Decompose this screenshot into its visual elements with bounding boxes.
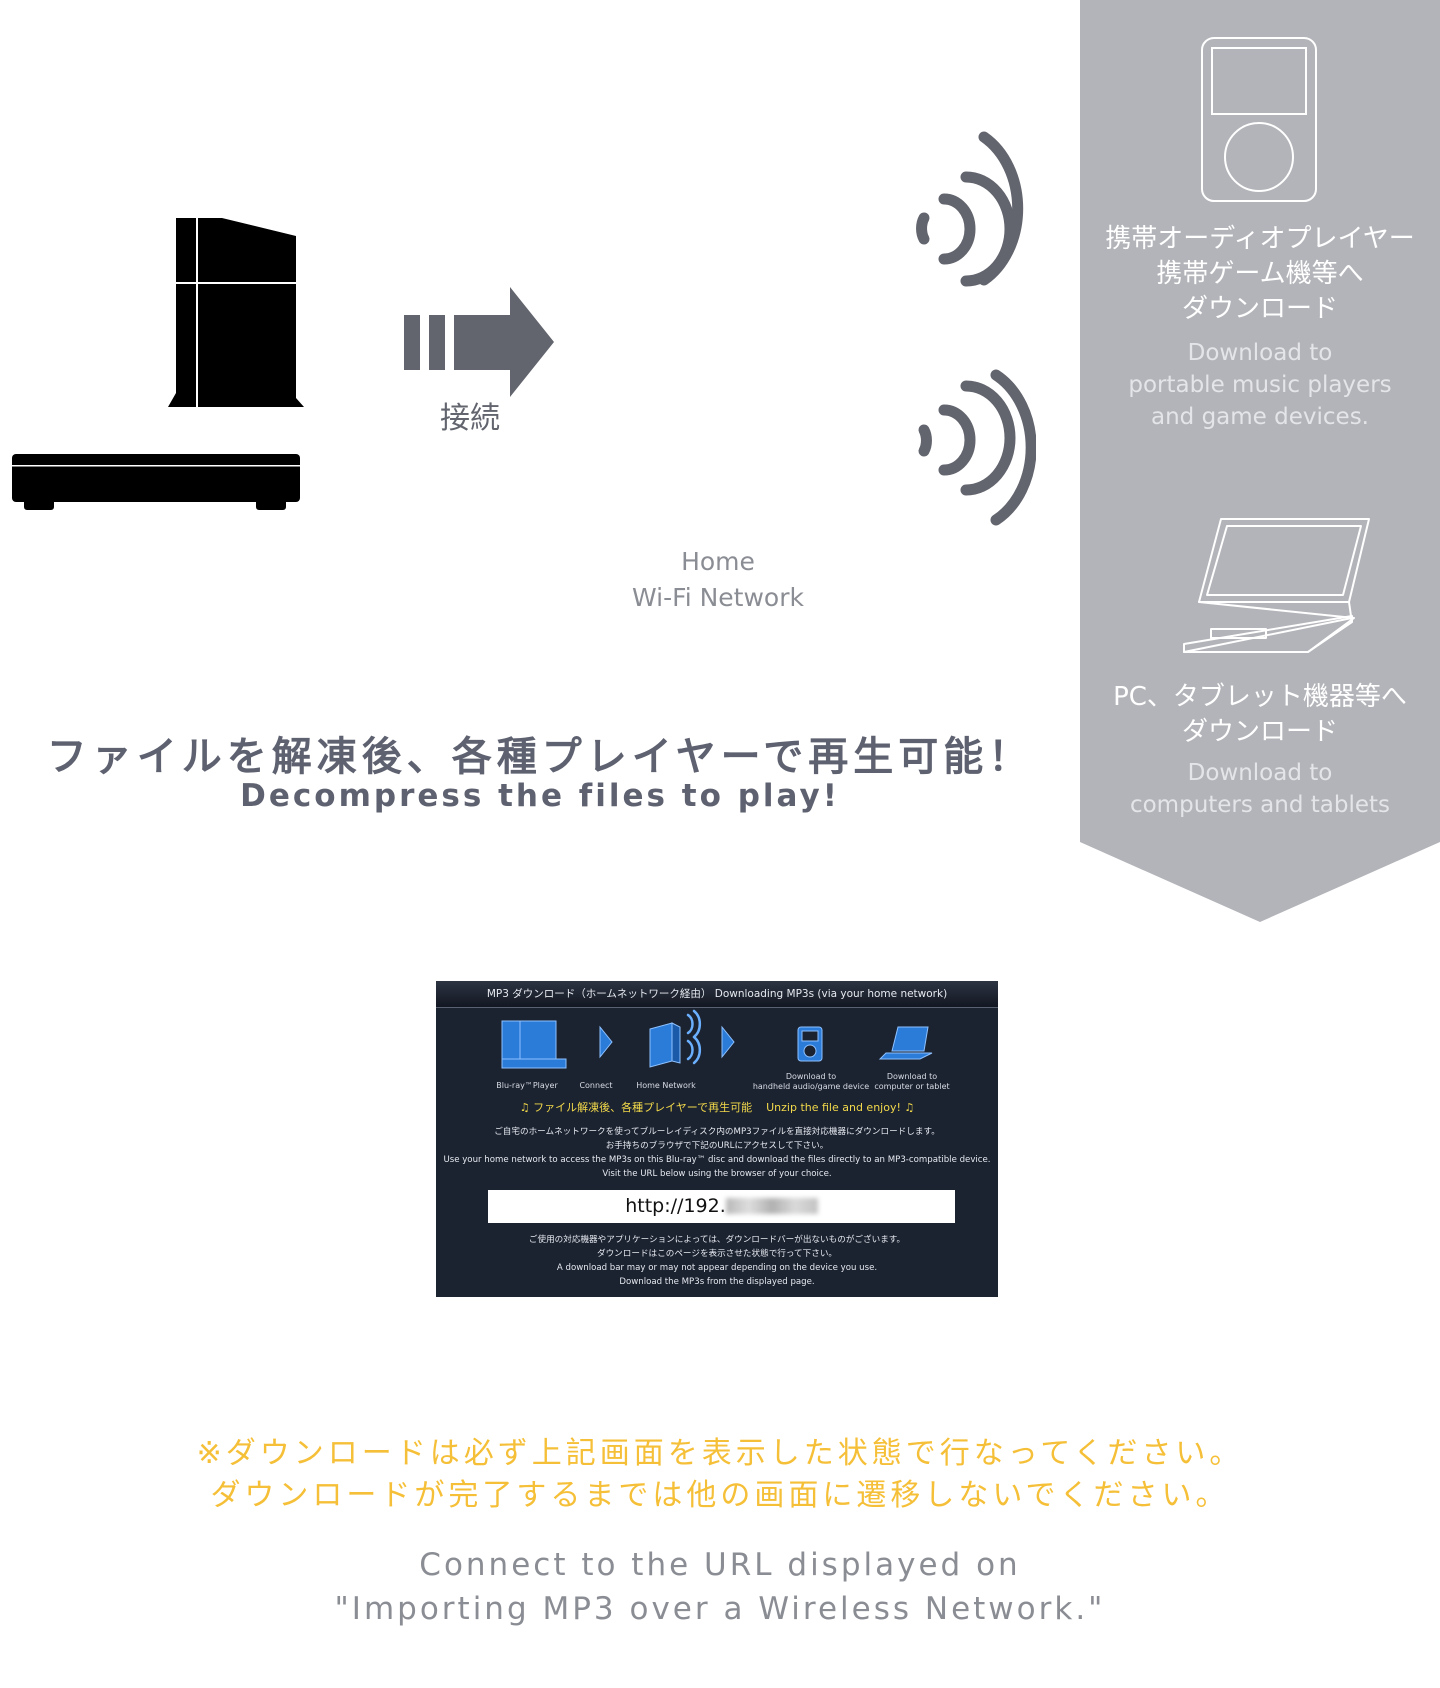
music-note-icon: ♫: [904, 1101, 915, 1114]
home-network-line-2: Wi-Fi Network: [632, 583, 804, 612]
download-targets-panel: [1080, 0, 1440, 922]
home-network-label: Home Wi-Fi Network: [578, 544, 858, 616]
computer-jp-line-2: ダウンロード: [1181, 717, 1338, 747]
warning-line-2: ダウンロードが完了するまでは他の画面に遷移しないでください。: [210, 1478, 1230, 1513]
screen-body-line-4: Visit the URL below using the browser of…: [602, 1169, 832, 1179]
game-console-icon: [168, 218, 304, 407]
screen-play-jp: ファイル解凍後、各種プレイヤーで再生可能: [533, 1101, 753, 1114]
devices-illustration: [12, 218, 304, 510]
screen-music-player-icon: [797, 1026, 823, 1062]
screen-footer: ご使用の対応機器やアプリケーションによっては、ダウンロードバーが出ないものがござ…: [436, 1233, 998, 1289]
headline-en: Decompress the files to play!: [240, 778, 840, 814]
warning-line-1: ※ダウンロードは必ず上記画面を表示した状態で行なってください。: [196, 1436, 1244, 1471]
wifi-icon: [916, 131, 1024, 287]
screen-label-connect: Connect: [579, 1081, 613, 1090]
music-player-icon: [1201, 37, 1317, 202]
screen-body-line-2: お手持ちのブラウザで下記のURLにアクセスして下さい。: [605, 1141, 829, 1151]
headline-jp: ファイルを解凍後、各種プレイヤーで再生可能！: [46, 734, 1034, 780]
instruction-line-1: Connect to the URL displayed on: [419, 1547, 1021, 1583]
portable-jp-line-2: 携帯ゲーム機等へ: [1156, 259, 1364, 289]
download-instruction-en: Connect to the URL displayed on "Importi…: [0, 1543, 1440, 1631]
download-screen-preview: MP3 ダウンロード（ホームネットワーク経由） Downloading MP3s…: [436, 981, 998, 1297]
screen-footer-line-2: ダウンロードはこのページを表示させた状態で行って下さい。: [596, 1249, 838, 1259]
screen-play-en: Unzip the file and enjoy!: [766, 1101, 901, 1114]
computer-en-line-2: computers and tablets: [1129, 792, 1391, 818]
screen-diagram: [501, 1009, 933, 1069]
wifi-icon: [918, 369, 1036, 526]
screen-footer-line-1: ご使用の対応機器やアプリケーションによっては、ダウンロードバーが出ないものがござ…: [528, 1235, 906, 1245]
screen-label-handheld-2: handheld audio/game device: [752, 1082, 870, 1091]
screen-play-line: ♫ ファイル解凍後、各種プレイヤーで再生可能 Unzip the file an…: [436, 1099, 998, 1115]
laptop-icon: [1183, 518, 1370, 653]
computer-download-en: Download to computers and tablets: [1080, 757, 1440, 821]
screen-label-computer-1: Download to: [886, 1072, 938, 1081]
screen-laptop-icon: [878, 1026, 933, 1060]
screen-url-text: http://192.: [625, 1195, 726, 1217]
screen-arrow-icon: [721, 1025, 735, 1059]
screen-body: ご自宅のホームネットワークを使ってブルーレイディスク内のMP3ファイルを直接対応…: [436, 1125, 998, 1181]
instruction-line-2: "Importing MP3 over a Wireless Network.": [334, 1591, 1106, 1627]
portable-jp-line-3: ダウンロード: [1181, 294, 1338, 324]
portable-en-line-2: portable music players: [1128, 372, 1392, 398]
screen-label-computer: Download to computer or tablet: [872, 1072, 952, 1092]
download-warning-jp: ※ダウンロードは必ず上記画面を表示した状態で行なってください。 ダウンロードが完…: [0, 1433, 1440, 1517]
panel-background: [1080, 0, 1440, 922]
portable-en-line-3: and game devices.: [1151, 404, 1369, 430]
screen-url-field: http://192.: [488, 1190, 955, 1223]
home-network-line-1: Home: [681, 547, 755, 576]
connect-arrow-icon: [404, 287, 554, 397]
screen-label-network: Home Network: [636, 1081, 696, 1090]
screen-label-computer-2: computer or tablet: [874, 1082, 950, 1091]
screen-label-handheld-1: Download to: [785, 1072, 837, 1081]
connect-label: 接続: [440, 401, 500, 436]
screen-label-handheld: Download to handheld audio/game device: [736, 1072, 886, 1092]
portable-download-en: Download to portable music players and g…: [1080, 337, 1440, 433]
screen-body-line-1: ご自宅のホームネットワークを使ってブルーレイディスク内のMP3ファイルを直接対応…: [494, 1127, 940, 1137]
computer-download-jp: PC、タブレット機器等へ ダウンロード: [1080, 680, 1440, 750]
screen-label-player: Blu-ray™Player: [496, 1081, 558, 1090]
computer-en-line-1: Download to: [1187, 760, 1333, 786]
portable-jp-line-1: 携帯オーディオプレイヤー: [1105, 224, 1415, 254]
screen-network-icon: [649, 1009, 702, 1068]
screen-body-line-3: Use your home network to access the MP3s…: [443, 1155, 991, 1165]
computer-jp-line-1: PC、タブレット機器等へ: [1113, 682, 1407, 712]
redacted-address: [725, 1198, 818, 1214]
screen-player-icon: [501, 1020, 567, 1069]
screen-footer-line-3: A download bar may or may not appear dep…: [556, 1263, 878, 1273]
screen-footer-line-4: Download the MP3s from the displayed pag…: [619, 1277, 815, 1287]
screen-arrow-icon: [599, 1025, 613, 1059]
portable-en-line-1: Download to: [1187, 340, 1333, 366]
blu-ray-player-icon: [12, 454, 300, 510]
screen-title: MP3 ダウンロード（ホームネットワーク経由） Downloading MP3s…: [436, 981, 998, 1008]
music-note-icon: ♫: [519, 1101, 530, 1114]
portable-download-jp: 携帯オーディオプレイヤー 携帯ゲーム機等へ ダウンロード: [1080, 222, 1440, 327]
